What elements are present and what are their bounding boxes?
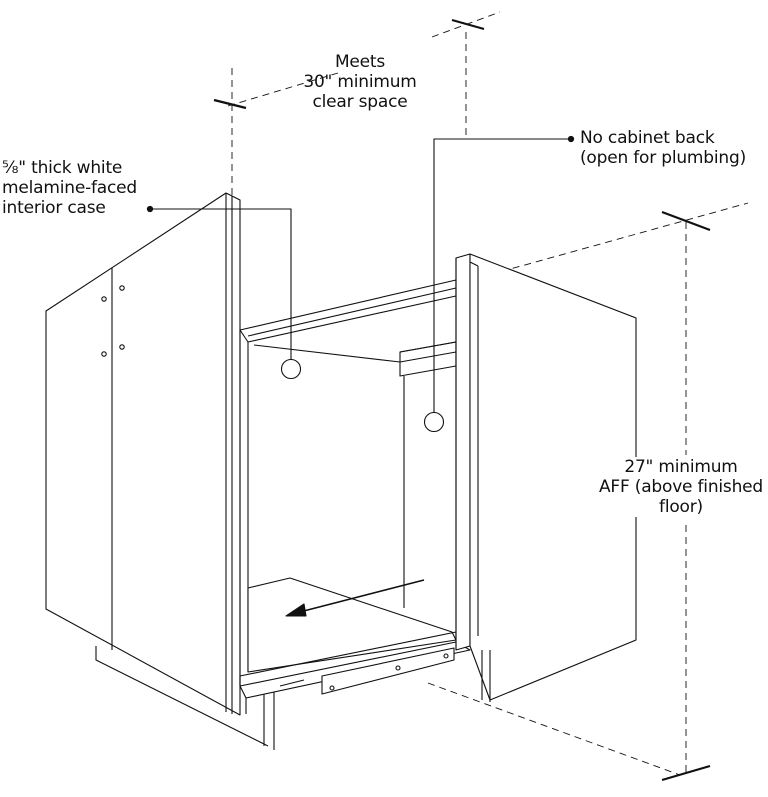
- cabinet-back-line-1: No cabinet back: [580, 128, 715, 148]
- interior-case-line-3: interior case: [2, 198, 106, 218]
- interior-case-label: ⅝" thick white melamine-faced interior c…: [2, 158, 137, 218]
- interior-case-line-1: ⅝" thick white: [2, 158, 123, 178]
- height-line-3: floor): [659, 497, 703, 517]
- cabinet-interior: [239, 279, 457, 686]
- right-side-panel: [455, 253, 637, 702]
- cabinet-back-line-2: (open for plumbing): [580, 148, 747, 168]
- left-door-panel: [45, 192, 241, 716]
- clear-space-line-2: 30" minimum: [303, 72, 417, 92]
- clear-space-line-3: clear space: [312, 92, 408, 112]
- left-toe-kick: [95, 646, 275, 750]
- height-label: 27" minimum AFF (above finished floor): [596, 457, 766, 517]
- clear-space-line-1: Meets: [334, 52, 386, 72]
- cabinet-back-label: No cabinet back (open for plumbing): [580, 128, 746, 168]
- leader-lines: [146, 135, 575, 413]
- interior-case-line-2: melamine-faced: [2, 178, 138, 198]
- plumbing-holes: [280, 358, 445, 433]
- height-line-1: 27" minimum: [624, 457, 738, 477]
- height-line-2: AFF (above finished: [598, 477, 764, 497]
- dimension-extension-lines: [227, 11, 749, 776]
- clear-space-label: Meets 30" minimum clear space: [298, 52, 422, 112]
- dimension-ticks: [213, 18, 711, 782]
